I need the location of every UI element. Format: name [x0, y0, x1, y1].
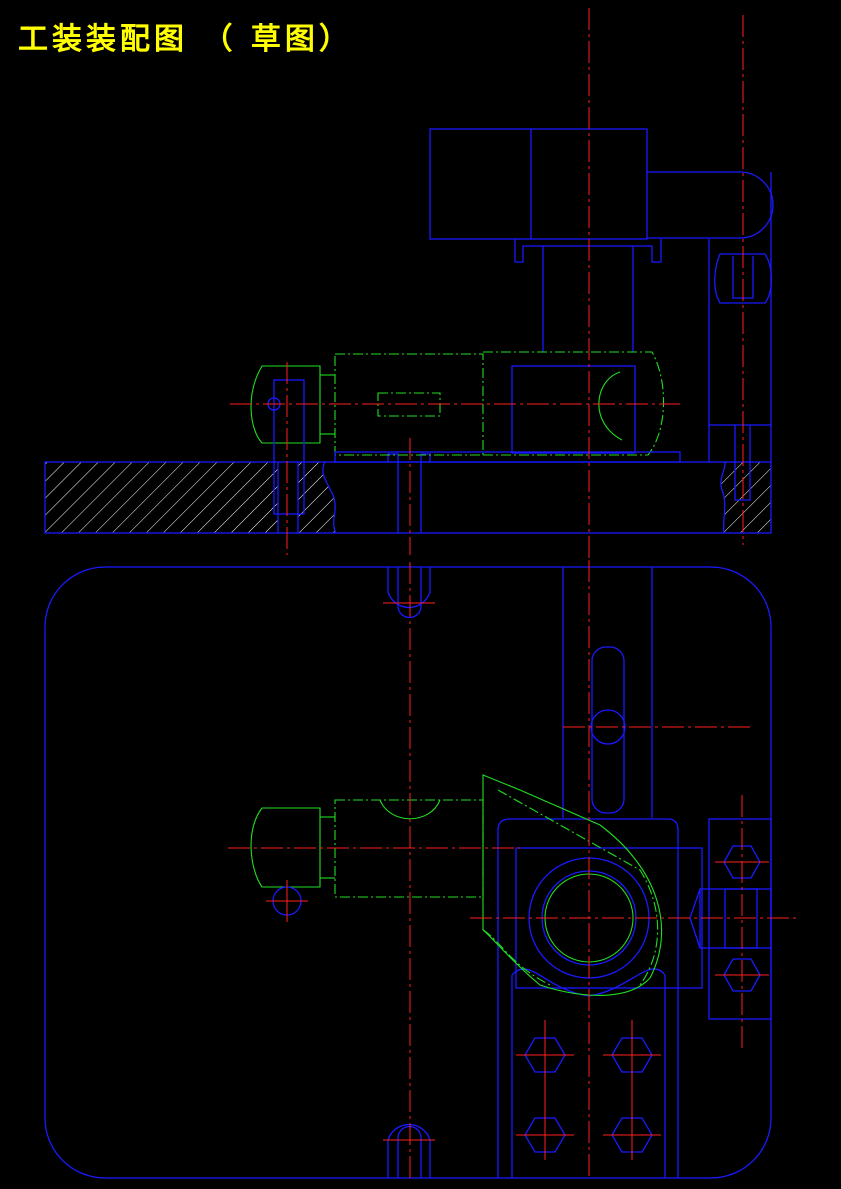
- u-slots: [387, 567, 431, 1178]
- base-plate-plan: [44, 566, 772, 1179]
- workpiece-section: [250, 351, 665, 456]
- plan-view: [44, 560, 800, 1179]
- locating-pin-section: [273, 379, 305, 515]
- clamp-block: [511, 365, 636, 454]
- drawing-title: 工装装配图 （ 草图）: [18, 22, 353, 57]
- section-view: [44, 8, 774, 560]
- guide-rail: [562, 567, 653, 818]
- cylinder-section: [429, 128, 774, 501]
- workpiece-plan: [250, 774, 663, 996]
- fixture-seat: [334, 451, 681, 463]
- base-plate-section: [44, 453, 772, 534]
